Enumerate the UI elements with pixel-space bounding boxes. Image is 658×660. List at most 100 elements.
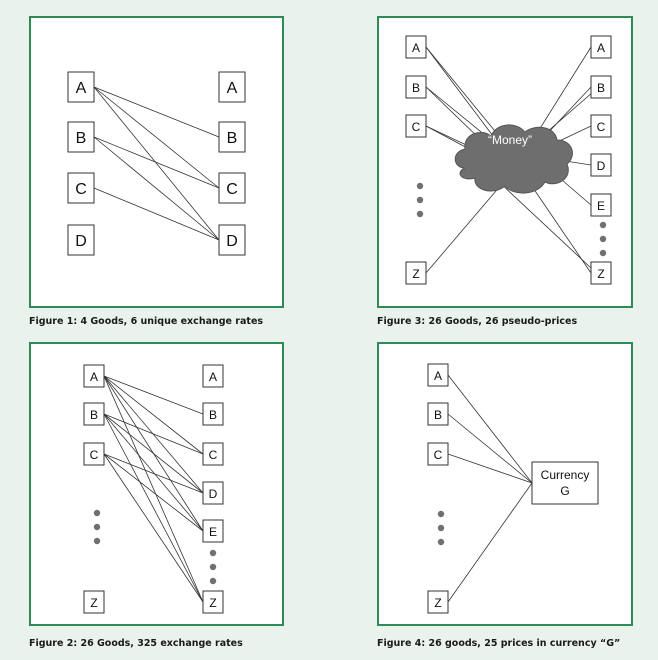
node-right-c: C xyxy=(218,172,246,204)
ellipsis-dot xyxy=(209,563,217,571)
node-right-c: C xyxy=(202,442,224,466)
node-left-c: C xyxy=(83,442,105,466)
figure-2-caption: Figure 2: 26 Goods, 325 exchange rates xyxy=(29,638,243,649)
edge-b-currency xyxy=(447,413,533,484)
node-label: B xyxy=(76,130,87,147)
currency-label-line1: Currency xyxy=(541,468,590,482)
edge-b-c xyxy=(93,136,220,189)
edge-money-right-a xyxy=(538,46,592,131)
edge-a-b xyxy=(93,86,220,138)
figure-3-edges xyxy=(425,46,594,274)
node-label: B xyxy=(597,81,605,95)
node-label: Z xyxy=(597,267,604,281)
ellipsis-dot xyxy=(599,249,607,257)
node-label: B xyxy=(90,408,98,422)
edge-a-d xyxy=(93,86,220,241)
node-label: C xyxy=(209,448,218,462)
node-label: Z xyxy=(90,596,97,610)
ellipsis-dot xyxy=(416,182,424,190)
edge-left-z-money xyxy=(425,177,508,274)
ellipsis-dot xyxy=(437,510,445,518)
ellipsis-dot xyxy=(209,549,217,557)
node-right-c: C xyxy=(590,114,612,138)
node-label: A xyxy=(90,370,98,384)
ellipsis-dot xyxy=(416,196,424,204)
edge-b-z xyxy=(103,413,204,603)
node-left-c: C xyxy=(67,172,95,204)
edge-c-d xyxy=(93,187,220,241)
node-label: Z xyxy=(209,596,216,610)
node-label: C xyxy=(597,120,606,134)
edge-money-right-b2 xyxy=(546,91,594,133)
figure-2-edges xyxy=(103,375,204,603)
node-left-a: A xyxy=(405,35,427,59)
node-left-a: A xyxy=(67,71,95,103)
node-label: A xyxy=(227,80,238,97)
edge-a-z xyxy=(103,375,204,603)
edge-a-c xyxy=(93,86,220,189)
node-label: A xyxy=(597,41,605,55)
node-left-d: D xyxy=(67,224,95,256)
figure-1-edges xyxy=(93,86,220,241)
node-right-a: A xyxy=(590,35,612,59)
edge-b-d xyxy=(93,136,220,241)
node-left-a: A xyxy=(83,364,105,388)
node-label: B xyxy=(434,408,442,422)
figure-4-caption: Figure 4: 26 goods, 25 prices in currenc… xyxy=(377,638,621,649)
node-label: C xyxy=(434,448,443,462)
node-label: Z xyxy=(412,267,419,281)
edge-money-right-b xyxy=(544,86,592,137)
node-label: C xyxy=(412,120,421,134)
edge-a-d xyxy=(103,375,204,494)
ellipsis-dot xyxy=(437,524,445,532)
node-label: D xyxy=(209,487,218,501)
edge-left-a-money xyxy=(425,46,494,137)
edge-left-a-money-b xyxy=(425,46,500,137)
node-label: E xyxy=(209,525,217,539)
figure-2-panel: A B C Z A B C D E Z xyxy=(29,342,284,626)
node-label: A xyxy=(412,41,420,55)
ellipsis-dot xyxy=(437,538,445,546)
ellipsis-dot xyxy=(599,221,607,229)
node-right-z: Z xyxy=(202,590,224,614)
node-label: D xyxy=(75,233,87,250)
node-label: B xyxy=(412,81,420,95)
node-label: B xyxy=(209,408,217,422)
edge-c-z xyxy=(103,453,204,603)
node-right-a: A xyxy=(218,71,246,103)
node-right-a: A xyxy=(202,364,224,388)
edge-b-e xyxy=(103,413,204,532)
edge-left-c-money xyxy=(425,125,472,151)
node-left-b: B xyxy=(67,121,95,153)
node-label: D xyxy=(597,159,606,173)
figure-3-diagram: “Money” A B C Z A B C D E Z xyxy=(405,35,612,285)
node-label: C xyxy=(75,181,87,198)
edge-c-currency xyxy=(447,453,533,484)
ellipsis-dot xyxy=(93,523,101,531)
node-right-b: B xyxy=(202,402,224,426)
money-hub-label: “Money” xyxy=(488,133,532,147)
node-label: A xyxy=(76,80,87,97)
figure-3-ellipsis xyxy=(416,182,607,257)
node-left-z: Z xyxy=(427,590,449,614)
node-right-e: E xyxy=(202,519,224,543)
figure-3-caption: Figure 3: 26 Goods, 26 pseudo-prices xyxy=(377,316,578,327)
edge-c-e xyxy=(103,453,204,532)
edge-a-c xyxy=(103,375,204,455)
ellipsis-dot xyxy=(93,537,101,545)
node-left-b: B xyxy=(427,402,449,426)
figure-3-nodes: A B C Z A B C D E Z xyxy=(405,35,612,285)
node-left-z: Z xyxy=(405,261,427,285)
edge-z-currency xyxy=(447,482,533,603)
node-left-b: B xyxy=(405,75,427,99)
edge-c-d xyxy=(103,453,204,494)
node-right-d: D xyxy=(202,481,224,505)
node-label: E xyxy=(597,199,605,213)
edge-b-d xyxy=(103,413,204,494)
ellipsis-dot xyxy=(416,210,424,218)
figure-2-ellipsis xyxy=(93,509,217,585)
ellipsis-dot xyxy=(599,235,607,243)
